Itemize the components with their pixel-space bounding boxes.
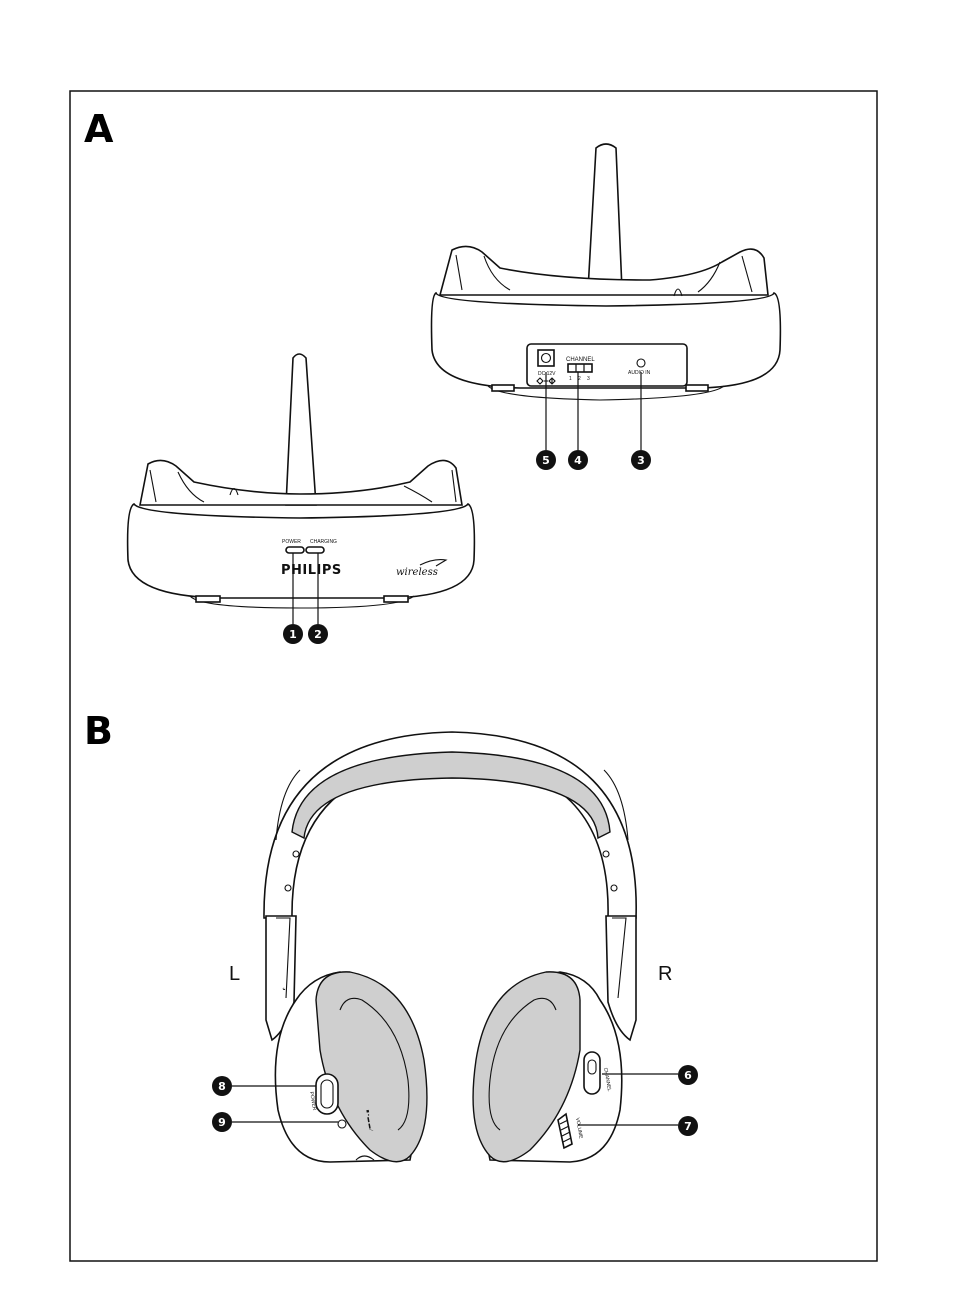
rear-body — [430, 291, 782, 389]
left-earcup: POWER ■ • ▬ ▬ ⁄ — [274, 971, 428, 1163]
page-frame — [69, 90, 878, 1262]
svg-text:5: 5 — [542, 454, 550, 467]
svg-text:6: 6 — [684, 1069, 692, 1082]
charging-indicator — [305, 546, 325, 554]
svg-text:4: 4 — [574, 454, 582, 467]
svg-text:1: 1 — [289, 628, 297, 641]
channel-switch[interactable] — [567, 363, 593, 373]
front-antenna — [285, 353, 317, 506]
svg-text:9: 9 — [218, 1116, 226, 1129]
callout-2: 2 — [308, 624, 328, 644]
volume-label: VOLUME — [574, 1117, 584, 1139]
left-side-label: L — [229, 963, 240, 985]
left-marker-icon: ◐ — [281, 986, 288, 992]
right-side-label: R — [658, 963, 672, 985]
rear-base-station: DC 12V CHANNEL 1 2 3 AUDIO IN — [430, 143, 782, 450]
dc-jack-hole — [540, 352, 552, 364]
charging-label: CHARGING — [310, 539, 337, 545]
callout-9: 9 — [212, 1112, 232, 1132]
callout-3: 3 — [631, 450, 651, 470]
rear-antenna — [587, 143, 623, 291]
headband-cushion — [291, 751, 611, 840]
callout-8: 8 — [212, 1076, 232, 1096]
front-base-station: POWER CHARGING PHILIPS wireless — [126, 353, 476, 624]
audio-in-label: AUDIO IN — [628, 370, 651, 376]
audio-in-jack[interactable] — [636, 358, 646, 368]
right-ear-cushion — [472, 971, 581, 1163]
channel-number-3: 3 — [587, 376, 590, 382]
dc-label: DC 12V — [538, 371, 556, 377]
power-led — [337, 1119, 347, 1129]
callout-7: 7 — [678, 1116, 698, 1136]
right-earcup: CHANNEL VOLUME — [472, 971, 623, 1163]
callout-1: 1 — [283, 624, 303, 644]
power-label: POWER — [282, 539, 301, 545]
power-indicator — [285, 546, 305, 554]
rear-connector-panel — [526, 343, 688, 387]
wireless-logo: wireless — [396, 567, 438, 578]
brand-logo: PHILIPS — [281, 563, 342, 578]
channel-number-1: 1 — [569, 376, 572, 382]
callout-4: 4 — [568, 450, 588, 470]
svg-text:7: 7 — [684, 1120, 692, 1133]
channel-number-2: 2 — [578, 376, 581, 382]
left-ear-cushion — [315, 971, 428, 1163]
headphones: ◐ POWER ■ • ▬ ▬ ⁄ CHANNEL VOLUME — [229, 731, 678, 1163]
front-cradle — [139, 459, 463, 506]
svg-text:8: 8 — [218, 1080, 226, 1093]
callout-6: 6 — [678, 1065, 698, 1085]
left-cup-marks: ■ • ▬ ▬ ⁄ — [364, 1109, 374, 1132]
section-a-letter: A — [84, 107, 114, 151]
right-slider — [605, 915, 637, 1042]
callout-5: 5 — [536, 450, 556, 470]
svg-text:3: 3 — [637, 454, 645, 467]
dc-jack[interactable] — [537, 349, 555, 367]
channel-slide-switch[interactable] — [583, 1051, 601, 1095]
rear-cradle — [438, 245, 769, 296]
section-b-letter: B — [84, 709, 113, 753]
channel-label: CHANNEL — [566, 357, 595, 363]
channel-switch-label: CHANNEL — [602, 1067, 612, 1092]
svg-text:2: 2 — [314, 628, 322, 641]
power-button-label: POWER — [308, 1091, 317, 1111]
